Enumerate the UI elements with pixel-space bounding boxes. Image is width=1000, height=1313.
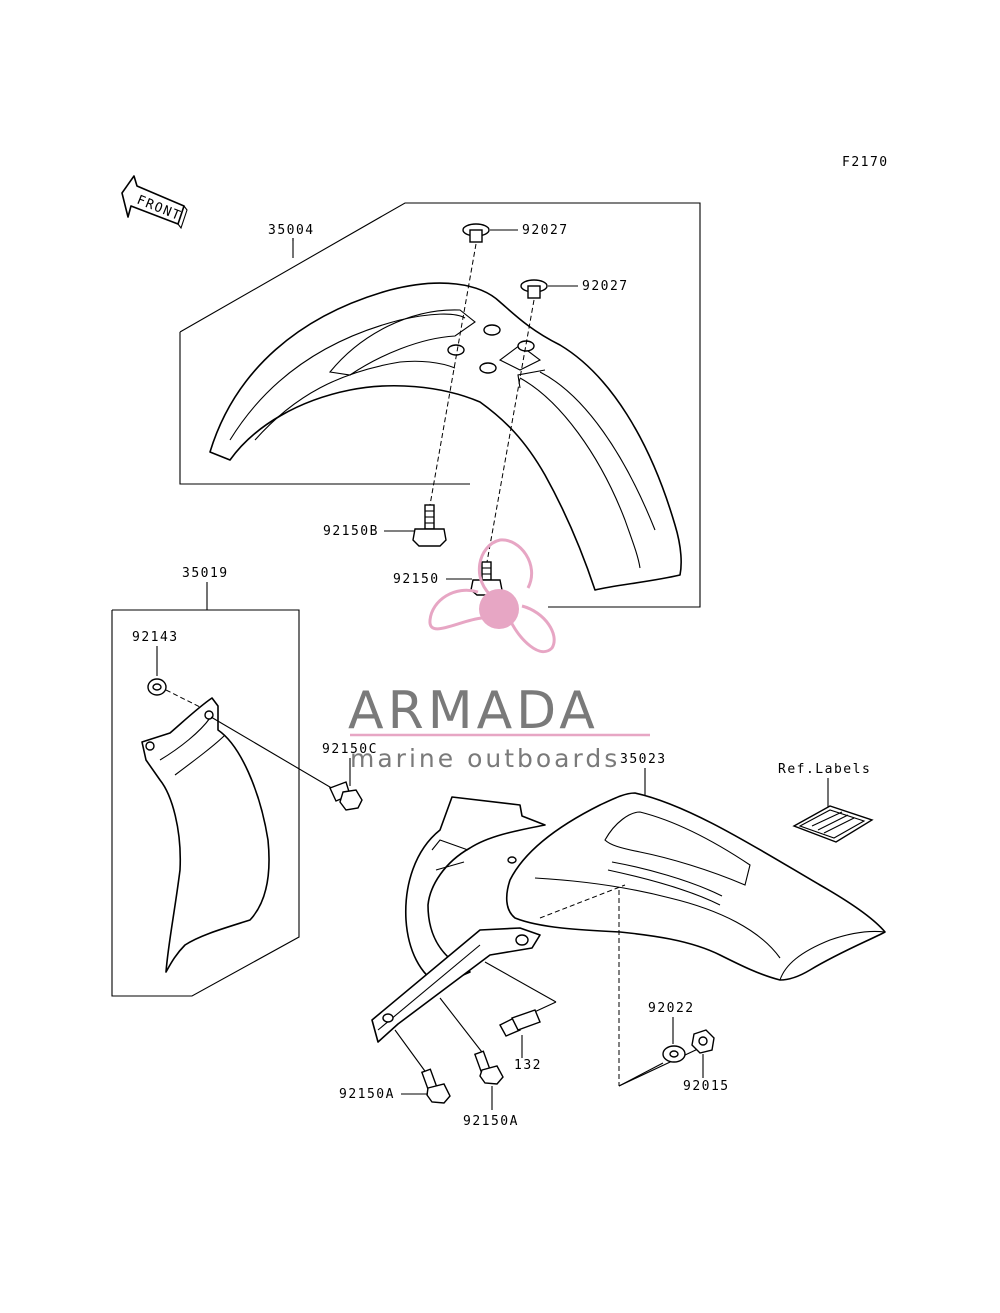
- part-label-92015[interactable]: 92015: [683, 1079, 730, 1094]
- part-label-132[interactable]: 132: [514, 1058, 542, 1073]
- front-fender: [209, 282, 682, 591]
- propeller-icon: [428, 538, 556, 654]
- fender-inner-cover: [141, 697, 270, 973]
- watermark-tagline: marine outboards: [350, 744, 620, 773]
- ref-labels-title[interactable]: Ref.Labels: [778, 762, 871, 777]
- bolt-92150B: [412, 504, 447, 547]
- collar-92027-upper: [462, 223, 490, 243]
- part-label-92027-lower[interactable]: 92027: [582, 279, 629, 294]
- front-arrow-icon: FRONT: [121, 175, 188, 230]
- group-frame-35004: [179, 202, 701, 608]
- part-label-35023[interactable]: 35023: [620, 752, 667, 767]
- group-frame-35019: [111, 609, 300, 997]
- rear-fender-group: 35023 132: [339, 752, 886, 1129]
- armada-watermark: ARMADA marine outboards: [348, 538, 650, 773]
- part-label-35019[interactable]: 35019: [182, 566, 229, 581]
- part-label-92027-upper[interactable]: 92027: [522, 223, 569, 238]
- label-decal-icon: [792, 805, 874, 843]
- part-label-92143[interactable]: 92143: [132, 630, 179, 645]
- bolt-92150C: [329, 781, 363, 811]
- bolt-92150A-bottom: [473, 1050, 504, 1085]
- rear-mudguard: [404, 796, 546, 986]
- part-label-92150C[interactable]: 92150C: [322, 742, 378, 757]
- part-label-92150A-bottom[interactable]: 92150A: [463, 1114, 519, 1129]
- rear-fender: [505, 792, 886, 981]
- part-label-92022[interactable]: 92022: [648, 1001, 695, 1016]
- watermark-brand: ARMADA: [348, 681, 599, 741]
- part-label-35004[interactable]: 35004: [268, 223, 315, 238]
- bolt-92150A-left: [420, 1068, 451, 1104]
- figure-code: F2170: [842, 155, 889, 170]
- washer-92143: [147, 678, 167, 696]
- washer-92022: [662, 1045, 686, 1063]
- nut-92015: [691, 1029, 715, 1054]
- front-fender-group: 35004 92027 92027 92150B: [179, 202, 701, 608]
- ref-labels-group: Ref.Labels: [778, 762, 874, 843]
- collar-92027-lower: [520, 279, 548, 299]
- inner-cover-group: 35019 92143 92150C: [111, 566, 378, 997]
- part-label-92150A-left[interactable]: 92150A: [339, 1087, 395, 1102]
- part-label-92150B[interactable]: 92150B: [323, 524, 379, 539]
- bolt-132: [499, 1009, 541, 1037]
- part-label-92150[interactable]: 92150: [393, 572, 440, 587]
